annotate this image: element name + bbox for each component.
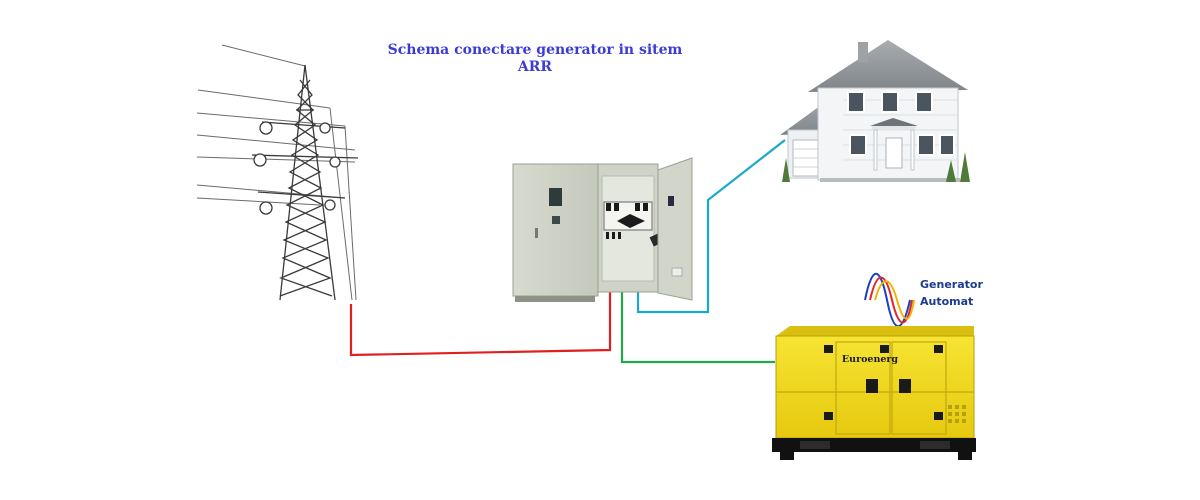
badge-text: Generator Automat bbox=[920, 276, 983, 310]
ats-cabinet-icon bbox=[512, 157, 693, 302]
generator-brand-label: Euroenerg bbox=[841, 354, 899, 365]
diagram-title-line1: Schema conectare generator in sitem bbox=[387, 42, 683, 58]
diagram-title-line2: ARR bbox=[517, 59, 553, 75]
house-wire bbox=[636, 139, 786, 314]
badge-line2: Automat bbox=[920, 295, 974, 308]
badge-line1: Generator bbox=[920, 278, 983, 291]
power-pylon-icon bbox=[196, 44, 359, 301]
house-icon bbox=[780, 40, 970, 182]
grid-wire bbox=[349, 290, 612, 357]
generator-automat-logo bbox=[864, 273, 915, 327]
generator-wire bbox=[620, 290, 775, 364]
diesel-generator-icon bbox=[772, 326, 976, 460]
diagram-title: Schema conectare generator in sitem ARR bbox=[360, 42, 710, 76]
generator-automat-badge: Generator Automat bbox=[858, 270, 983, 320]
